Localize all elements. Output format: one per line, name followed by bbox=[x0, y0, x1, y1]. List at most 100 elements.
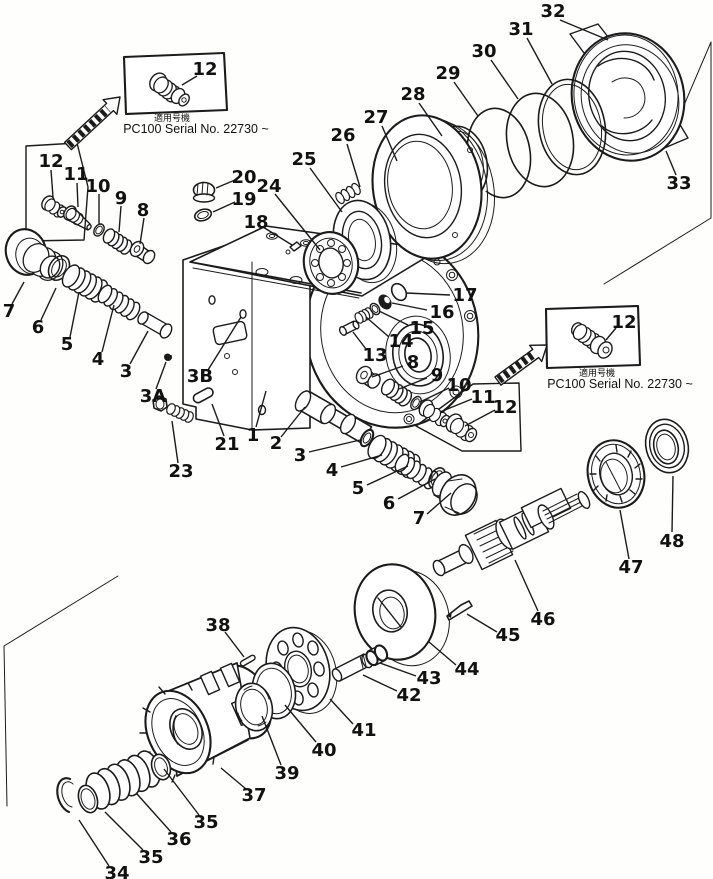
part-17-ring bbox=[390, 282, 408, 302]
part-label-37: 37 bbox=[241, 785, 266, 806]
leader-line-39 bbox=[261, 715, 282, 766]
leader-line-38 bbox=[224, 631, 245, 658]
leader-line-25 bbox=[309, 167, 343, 213]
callout-right-caption-jp: 適用号機 bbox=[579, 367, 615, 379]
leader-line-28 bbox=[418, 102, 443, 137]
leader-line-34 bbox=[78, 819, 110, 867]
part-20-plug-cap bbox=[192, 181, 216, 203]
part-label-31: 31 bbox=[508, 19, 533, 40]
leader-line-31 bbox=[526, 37, 553, 85]
part-label-47: 47 bbox=[618, 557, 643, 578]
part-label-13: 13 bbox=[362, 345, 387, 366]
leader-line-18 bbox=[262, 226, 293, 246]
part-label-15: 15 bbox=[409, 318, 434, 339]
part-label-9: 9 bbox=[431, 365, 444, 386]
callout-top-caption-jp: 適用号機 bbox=[154, 112, 190, 124]
part-label-12: 12 bbox=[192, 59, 217, 80]
part-label-21: 21 bbox=[214, 434, 239, 455]
leader-line-6 bbox=[40, 287, 57, 321]
part-label-43: 43 bbox=[416, 668, 441, 689]
leader-line-5 bbox=[366, 465, 409, 486]
leader-line-3 bbox=[308, 439, 361, 453]
part-45-key bbox=[446, 600, 473, 621]
callout-box-right bbox=[544, 304, 642, 370]
part-8-valve-seat-left bbox=[129, 240, 156, 265]
leader-line-36 bbox=[136, 793, 172, 833]
part-label-14: 14 bbox=[388, 331, 413, 352]
part-3A-plug bbox=[164, 352, 172, 361]
part-label-16: 16 bbox=[429, 302, 454, 323]
leader-line-8 bbox=[371, 365, 404, 378]
part-label-3B: 3B bbox=[187, 366, 213, 387]
part-10-o-ring-left bbox=[93, 223, 105, 237]
part-label-9: 9 bbox=[115, 188, 128, 209]
leader-line-11 bbox=[76, 182, 79, 208]
striped-arrow-right bbox=[494, 344, 548, 386]
part-label-6: 6 bbox=[32, 317, 45, 338]
part-34-snap-ring bbox=[56, 777, 74, 814]
leader-line-10 bbox=[419, 387, 450, 403]
part-label-35: 35 bbox=[193, 812, 218, 833]
part-9-spring-left bbox=[102, 228, 133, 255]
part-23-bolt bbox=[152, 395, 194, 423]
leader-line-42 bbox=[362, 674, 398, 692]
part-43-piston-shoe bbox=[365, 644, 389, 667]
leader-line-12 bbox=[605, 327, 617, 341]
part-label-48: 48 bbox=[659, 531, 684, 552]
part-label-18: 18 bbox=[243, 212, 268, 233]
part-label-23: 23 bbox=[168, 461, 193, 482]
leader-line-2 bbox=[280, 406, 306, 438]
part-9-spring-right bbox=[380, 378, 413, 407]
leader-lines bbox=[11, 19, 677, 867]
leader-line-41 bbox=[329, 698, 354, 725]
leader-line-12 bbox=[464, 409, 496, 427]
part-label-29: 29 bbox=[435, 63, 460, 84]
leader-line-4 bbox=[101, 304, 115, 353]
part-44-swash-plate bbox=[353, 563, 450, 667]
leader-line-29 bbox=[453, 81, 479, 117]
leader-line-21 bbox=[211, 403, 225, 437]
part-21-pin bbox=[192, 387, 214, 404]
leader-line-5 bbox=[69, 291, 80, 338]
leader-line-12 bbox=[50, 169, 54, 198]
leader-line-35 bbox=[163, 768, 200, 816]
part-37-cylinder-block bbox=[139, 662, 273, 783]
leader-line-9 bbox=[398, 377, 428, 390]
part-7-hex-plug bbox=[431, 471, 478, 516]
part-13-valve bbox=[338, 320, 360, 336]
part-label-12: 12 bbox=[492, 397, 517, 418]
part-label-33: 33 bbox=[666, 173, 691, 194]
part-label-3: 3 bbox=[120, 361, 133, 382]
callout-top-caption: PC100 Serial No. 22730 ~ bbox=[123, 122, 269, 136]
part-46-drive-shaft bbox=[432, 487, 591, 577]
leader-line-17 bbox=[405, 292, 451, 296]
leader-line-47 bbox=[619, 509, 630, 560]
callout-box-top bbox=[122, 51, 229, 116]
part-label-46: 46 bbox=[530, 609, 555, 630]
leader-line-6 bbox=[397, 478, 436, 500]
leader-line-3 bbox=[129, 330, 149, 365]
leader-line-7 bbox=[426, 492, 452, 515]
leader-line-4 bbox=[340, 454, 383, 468]
leader-line-13 bbox=[352, 331, 367, 350]
part-27-brake-drum bbox=[371, 114, 496, 265]
part-label-26: 26 bbox=[330, 125, 355, 146]
leader-line-26 bbox=[346, 143, 361, 188]
part-4-spring bbox=[97, 284, 141, 321]
part-label-30: 30 bbox=[471, 41, 496, 62]
part-label-45: 45 bbox=[495, 625, 520, 646]
part-label-10: 10 bbox=[85, 176, 110, 197]
part-label-40: 40 bbox=[311, 740, 336, 761]
part-label-25: 25 bbox=[291, 149, 316, 170]
leader-line-46 bbox=[514, 559, 539, 612]
part-3-spring-seat bbox=[359, 428, 375, 448]
striped-arrow-top bbox=[63, 96, 121, 151]
leader-line-7 bbox=[11, 281, 25, 305]
part-35-washer-right bbox=[150, 753, 172, 781]
leader-line-12 bbox=[181, 75, 198, 86]
leader-line-48 bbox=[671, 475, 674, 533]
part-label-4: 4 bbox=[92, 349, 105, 370]
